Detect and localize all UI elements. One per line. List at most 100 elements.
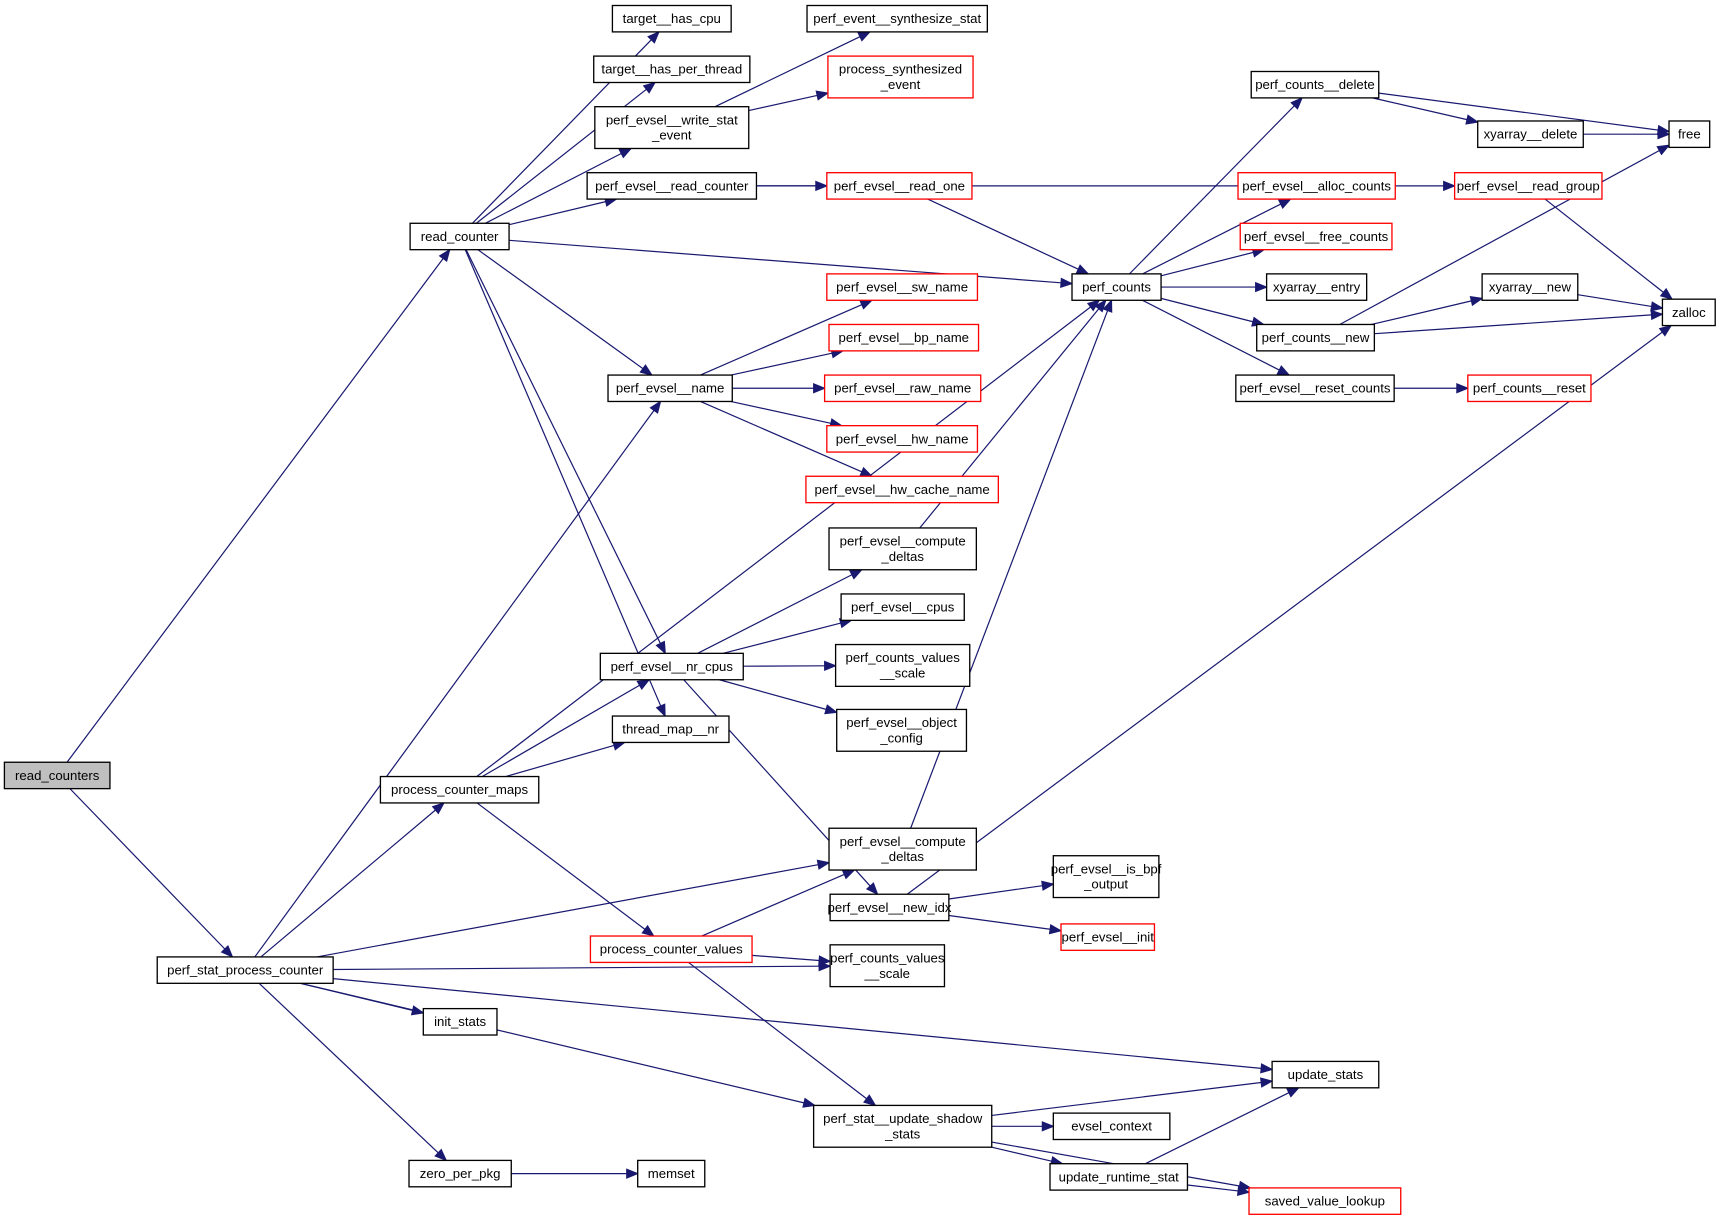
node-perf-counts-values-scale-a[interactable]: perf_counts_values__scale [834, 643, 971, 688]
node-perf-stat-process-counter[interactable]: perf_stat_process_counter [156, 956, 334, 984]
node-update-stats[interactable]: update_stats [1271, 1060, 1380, 1089]
node-box[interactable] [834, 643, 971, 688]
node-perf-evsel-read-one[interactable]: perf_evsel__read_one [826, 172, 973, 200]
node-box[interactable] [823, 374, 982, 403]
node-perf-evsel-bp-name[interactable]: perf_evsel__bp_name [828, 323, 980, 352]
node-box[interactable] [589, 935, 753, 964]
node-perf-evsel-compute-deltas-a[interactable]: perf_evsel__compute_deltas [828, 527, 978, 571]
node-memset[interactable]: memset [637, 1159, 706, 1188]
node-perf-evsel-free-counts[interactable]: perf_evsel__free_counts [1239, 222, 1393, 251]
node-perf-evsel-read-group[interactable]: perf_evsel__read_group [1453, 172, 1603, 200]
node-box[interactable] [422, 1007, 498, 1036]
node-zero-per-pkg[interactable]: zero_per_pkg [408, 1159, 512, 1188]
node-box[interactable] [828, 527, 978, 571]
node-box[interactable] [586, 172, 758, 200]
node-perf-evsel-reset-counts[interactable]: perf_evsel__reset_counts [1235, 374, 1395, 403]
node-perf-evsel-hw-name[interactable]: perf_evsel__hw_name [826, 425, 979, 453]
node-box[interactable] [829, 944, 946, 988]
node-target-has-per-thread[interactable]: target__has_per_thread [593, 55, 751, 84]
node-box[interactable] [806, 4, 989, 33]
node-perf-counts[interactable]: perf_counts [1071, 273, 1162, 301]
node-box[interactable] [593, 55, 751, 84]
node-perf-evsel-compute-deltas-b[interactable]: perf_evsel__compute_deltas [828, 827, 978, 871]
node-thread-map-nr[interactable]: thread_map__nr [611, 715, 730, 744]
node-perf-stat-update-shadow-stats[interactable]: perf_stat__update_shadow_stats [812, 1104, 993, 1148]
node-box[interactable] [1271, 1060, 1380, 1089]
node-box[interactable] [812, 1104, 993, 1148]
node-box[interactable] [826, 172, 973, 200]
node-perf-evsel-new-idx[interactable]: perf_evsel__new_idx [828, 893, 952, 922]
node-xyarray-new[interactable]: xyarray__new [1481, 273, 1579, 301]
node-perf-event-synthesize-stat[interactable]: perf_event__synthesize_stat [806, 4, 989, 33]
node-box[interactable] [637, 1159, 706, 1188]
node-box[interactable] [828, 827, 978, 871]
node-box[interactable] [836, 708, 968, 752]
node-perf-counts-reset[interactable]: perf_counts__reset [1467, 374, 1592, 403]
node-box[interactable] [1467, 374, 1592, 403]
node-process-synthesized-event[interactable]: process_synthesized_event [827, 55, 974, 99]
node-process-counter-maps[interactable]: process_counter_maps [379, 775, 540, 804]
node-zalloc[interactable]: zalloc [1661, 298, 1716, 327]
node-perf-evsel-name[interactable]: perf_evsel__name [607, 374, 733, 403]
node-box[interactable] [1060, 923, 1156, 951]
node-process-counter-values[interactable]: process_counter_values [589, 935, 753, 964]
node-saved-value-lookup[interactable]: saved_value_lookup [1248, 1187, 1402, 1215]
node-update-runtime-stat[interactable]: update_runtime_stat [1049, 1163, 1189, 1191]
node-perf-counts-new[interactable]: perf_counts__new [1256, 323, 1376, 352]
node-box[interactable] [3, 761, 111, 790]
node-box[interactable] [156, 956, 334, 984]
node-box[interactable] [1052, 1112, 1171, 1141]
node-box[interactable] [1239, 222, 1393, 251]
node-perf-evsel-cpus[interactable]: perf_evsel__cpus [840, 593, 965, 622]
node-box[interactable] [408, 1159, 512, 1188]
node-box[interactable] [409, 222, 510, 251]
node-box[interactable] [1248, 1187, 1402, 1215]
node-box[interactable] [607, 374, 733, 403]
node-box[interactable] [1265, 273, 1368, 301]
node-box[interactable] [805, 475, 999, 504]
node-box[interactable] [379, 775, 540, 804]
node-box[interactable] [1235, 374, 1395, 403]
node-perf-counts-delete[interactable]: perf_counts__delete [1250, 70, 1380, 99]
node-xyarray-entry[interactable]: xyarray__entry [1265, 273, 1368, 301]
node-target-has-cpu[interactable]: target__has_cpu [611, 4, 732, 33]
node-box[interactable] [1661, 298, 1716, 327]
node-perf-evsel-write-stat-event[interactable]: perf_evsel__write_stat_event [594, 106, 750, 150]
node-xyarray-delete[interactable]: xyarray__delete [1477, 120, 1584, 149]
node-box[interactable] [829, 893, 950, 922]
node-box[interactable] [1477, 120, 1584, 149]
node-box[interactable] [1049, 1163, 1189, 1191]
node-box[interactable] [826, 425, 979, 453]
node-perf-evsel-nr-cpus[interactable]: perf_evsel__nr_cpus [599, 652, 744, 681]
node-box[interactable] [1250, 70, 1380, 99]
node-perf-evsel-hw-cache-name[interactable]: perf_evsel__hw_cache_name [805, 475, 999, 504]
node-perf-evsel-is-bpf-output[interactable]: perf_evsel__is_bpf_output [1051, 855, 1162, 899]
node-box[interactable] [826, 273, 979, 301]
node-box[interactable] [828, 323, 980, 352]
node-box[interactable] [1453, 172, 1603, 200]
node-perf-evsel-read-counter[interactable]: perf_evsel__read_counter [586, 172, 758, 200]
node-box[interactable] [594, 106, 750, 150]
node-box[interactable] [827, 55, 974, 99]
node-perf-evsel-raw-name[interactable]: perf_evsel__raw_name [823, 374, 982, 403]
node-perf-evsel-init[interactable]: perf_evsel__init [1060, 923, 1156, 951]
node-free[interactable]: free [1668, 120, 1711, 149]
node-box[interactable] [1237, 172, 1396, 200]
node-init-stats[interactable]: init_stats [422, 1007, 498, 1036]
node-perf-evsel-object-config[interactable]: perf_evsel__object_config [836, 708, 968, 752]
node-perf-evsel-sw-name[interactable]: perf_evsel__sw_name [826, 273, 979, 301]
node-read-counter[interactable]: read_counter [409, 222, 510, 251]
node-perf-evsel-alloc-counts[interactable]: perf_evsel__alloc_counts [1237, 172, 1396, 200]
node-evsel-context[interactable]: evsel_context [1052, 1112, 1171, 1141]
node-box[interactable] [611, 715, 730, 744]
node-box[interactable] [1071, 273, 1162, 301]
node-box[interactable] [1668, 120, 1711, 149]
node-box[interactable] [599, 652, 744, 681]
node-box[interactable] [840, 593, 965, 622]
node-perf-counts-values-scale-b[interactable]: perf_counts_values__scale [829, 944, 946, 988]
node-box[interactable] [611, 4, 732, 33]
node-read-counters[interactable]: read_counters [3, 761, 111, 790]
node-box[interactable] [1481, 273, 1579, 301]
node-box[interactable] [1052, 855, 1160, 899]
node-box[interactable] [1256, 323, 1376, 352]
